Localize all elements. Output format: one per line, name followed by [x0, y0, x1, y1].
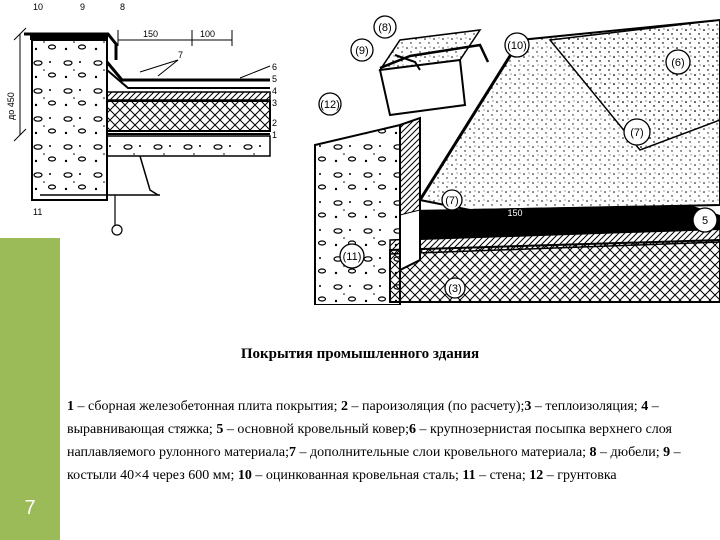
callout-11: 11 — [33, 207, 42, 217]
iso-callout-9: (9) — [355, 45, 368, 57]
callout-7: 7 — [178, 50, 183, 60]
legend-number: 2 — [341, 399, 349, 414]
legend-text: 1 – сборная железобетонная плита покрыти… — [67, 395, 717, 487]
iso-callout-7-bottom: (7) — [445, 195, 458, 207]
legend-description: – выравнивающая стяжка; — [67, 399, 659, 437]
legend-number: 3 — [524, 399, 532, 414]
right-isometric-drawing — [314, 15, 720, 305]
dimension-150: 150 — [143, 29, 158, 39]
callout-5: 5 — [272, 74, 277, 84]
iso-callout-5: 5 — [702, 215, 708, 227]
iso-callout-10: (10) — [507, 40, 527, 52]
callout-3: 3 — [272, 98, 277, 108]
iso-callout-6: (6) — [671, 57, 684, 69]
right-drawing-labels: (8) (9) (10) (6) (12) (7) (7) 5 (11) (3)… — [320, 22, 708, 295]
legend-description: – оцинкованная кровельная сталь; — [251, 468, 463, 483]
iso-callout-11: (11) — [343, 251, 362, 263]
legend-description: – пароизоляция (по расчету); — [348, 399, 525, 414]
callout-9: 9 — [80, 2, 85, 12]
callout-6: 6 — [272, 62, 277, 72]
legend-description: – сборная железобетонная плита покрытия; — [74, 399, 342, 414]
legend-number: 4 — [641, 399, 649, 414]
iso-callout-12: (12) — [320, 99, 340, 111]
legend-number: 6 — [409, 422, 416, 437]
legend-number: 7 — [288, 445, 296, 460]
callout-2: 2 — [272, 118, 277, 128]
legend-description: – дюбели; — [596, 445, 664, 460]
left-section-drawing — [13, 27, 271, 236]
legend-number: 5 — [216, 422, 224, 437]
callout-10: 10 — [33, 2, 43, 12]
legend-description: – стена; — [475, 468, 530, 483]
iso-callout-3: (3) — [448, 283, 461, 295]
height-dimension: до 450 — [6, 92, 16, 120]
figure-caption: Покрытия промышленного здания — [240, 346, 480, 362]
roof-section-drawings: 10 9 8 7 6 5 4 3 2 1 11 150 100 до 450 — [6, 2, 720, 305]
iso-dimension-150: 150 — [507, 208, 522, 218]
legend-number: 9 — [663, 445, 671, 460]
dimension-100: 100 — [200, 29, 215, 39]
legend-number: 11 — [462, 468, 476, 483]
legend-description: – грунтовка — [543, 468, 617, 483]
legend-number: 10 — [237, 468, 252, 483]
legend-description: – основной кровельный ковер; — [223, 422, 409, 437]
legend-number: 12 — [529, 468, 544, 483]
legend-number: 8 — [589, 445, 597, 460]
callout-1: 1 — [272, 130, 277, 140]
legend-description: – дополнительные слои кровельного матери… — [295, 445, 590, 460]
slide-number: 7 — [24, 497, 36, 519]
legend-number: 1 — [67, 399, 74, 414]
callout-4: 4 — [272, 86, 277, 96]
legend-description: – костыли 40×4 через 600 мм; — [67, 445, 681, 483]
left-drawing-labels: 10 9 8 7 6 5 4 3 2 1 11 150 100 до 450 — [6, 2, 277, 217]
legend-description: – крупнозернистая посыпка верхнего слоя … — [67, 422, 672, 460]
slide-accent-bar — [0, 238, 60, 540]
iso-callout-8: (8) — [378, 22, 391, 34]
callout-8: 8 — [120, 2, 125, 12]
legend-description: – теплоизоляция; — [531, 399, 642, 414]
iso-callout-7-top: (7) — [630, 127, 643, 139]
